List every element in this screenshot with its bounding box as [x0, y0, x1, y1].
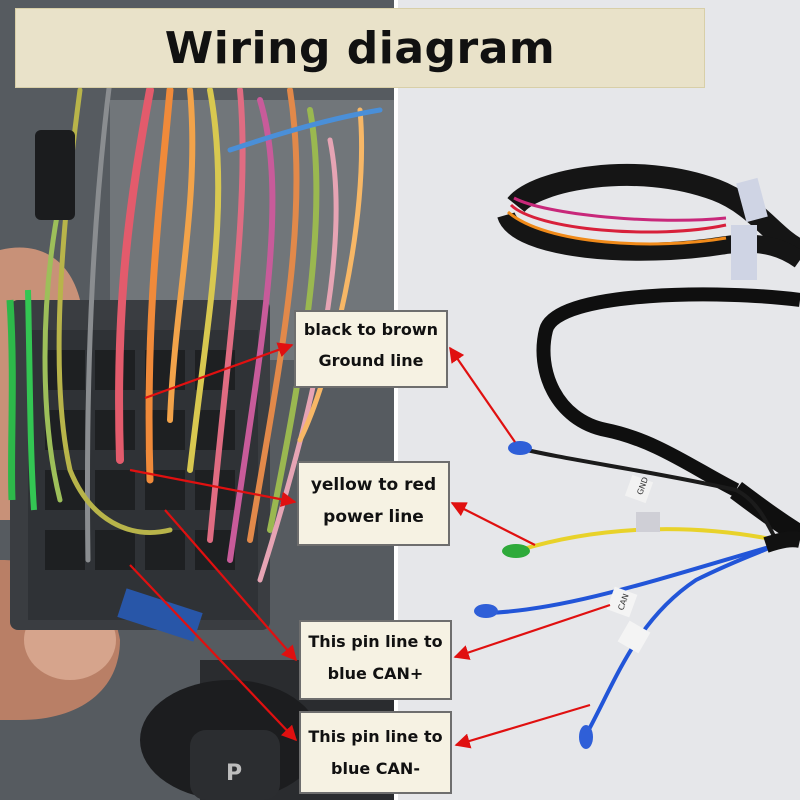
diagram-title: Wiring diagram [164, 22, 556, 74]
arrow-power-left [129, 468, 297, 507]
can-plus-label: This pin line to blue CAN+ [299, 620, 452, 700]
ground-label-line1: black to brown [303, 320, 439, 339]
can-minus-label-line2: blue CAN- [331, 759, 420, 778]
arrow-power-right [450, 502, 536, 546]
photo-divider [394, 0, 398, 800]
title-banner: Wiring diagram [15, 8, 705, 88]
arrow-ground-left [144, 342, 294, 400]
arrow-canminus-left [129, 564, 298, 742]
ground-label-line2: Ground line [318, 351, 424, 370]
power-line-label: yellow to red power line [297, 461, 450, 546]
ground-line-label: black to brown Ground line [294, 310, 448, 388]
arrow-canplus-right [453, 603, 611, 660]
shift-p-marker: P [226, 761, 242, 786]
can-plus-label-line2: blue CAN+ [327, 664, 424, 683]
harness-photo: GND CAN [396, 0, 800, 800]
arrow-canplus-left [164, 509, 298, 662]
arrow-canminus-right [454, 703, 591, 749]
power-label-line2: power line [323, 507, 424, 527]
can-plus-label-line1: This pin line to [308, 632, 443, 651]
power-label-line1: yellow to red [310, 475, 437, 495]
can-minus-label: This pin line to blue CAN- [299, 711, 452, 794]
arrow-ground-right [449, 346, 516, 443]
can-minus-label-line1: This pin line to [308, 727, 443, 746]
harness-photo-drawing: GND CAN [396, 0, 800, 800]
